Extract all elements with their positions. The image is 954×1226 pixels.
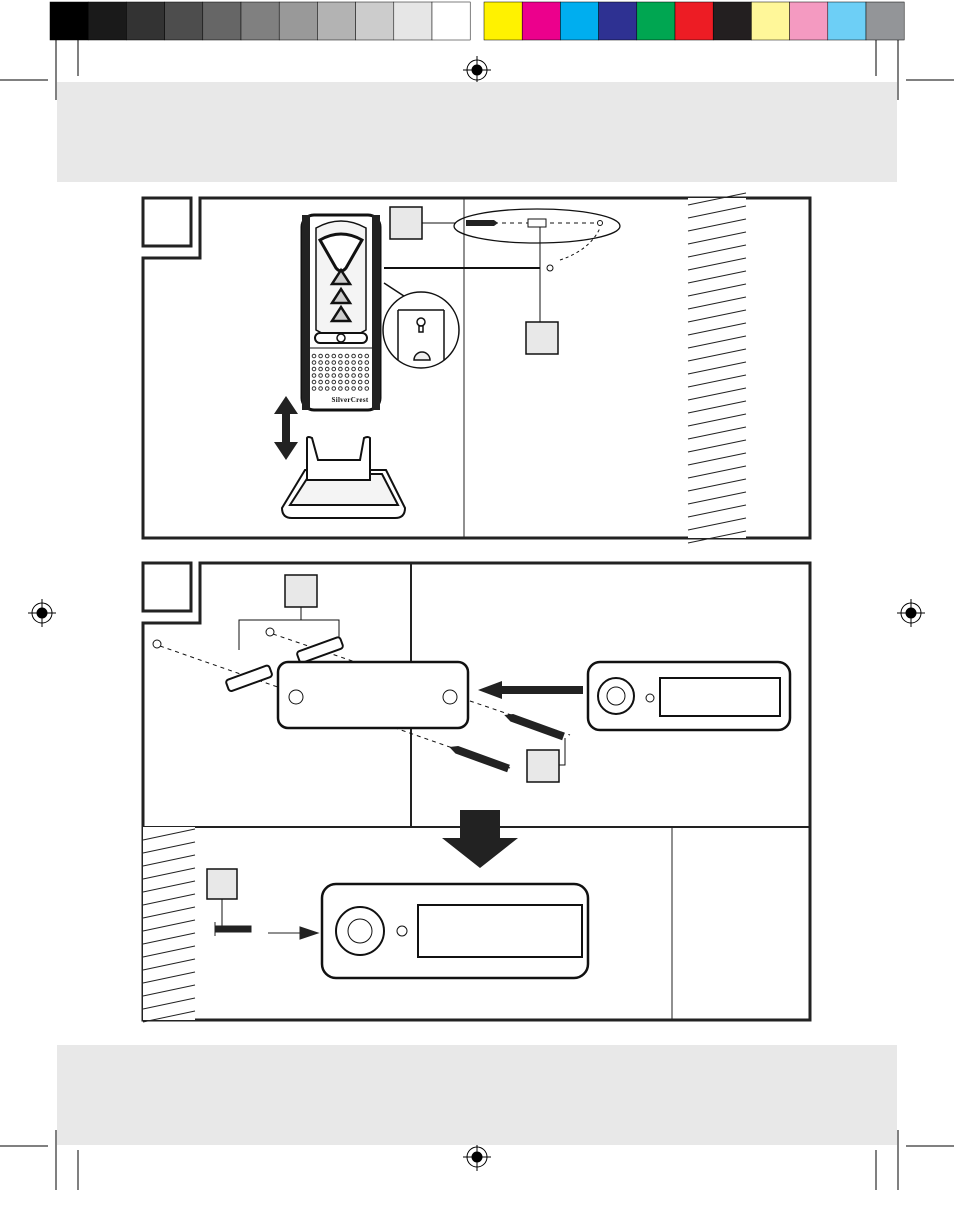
color-swatch (712, 1, 752, 41)
color-swatch (521, 1, 561, 41)
brand-logo: SilverCrest (331, 396, 369, 404)
part-label-box (526, 749, 560, 783)
arrow-down-icon (442, 810, 518, 868)
crop-marks (0, 40, 954, 1190)
gray-swatch (126, 1, 165, 41)
detail-magnifier (382, 267, 540, 369)
gray-swatch (393, 1, 433, 41)
panel-1 (141, 192, 812, 544)
color-swatch (560, 1, 599, 41)
gray-swatch (240, 1, 280, 41)
color-swatch (636, 1, 676, 41)
screw-icon (466, 220, 498, 226)
up-down-arrow-icon (274, 396, 298, 460)
gray-swatch (317, 1, 356, 41)
gray-swatch (49, 1, 89, 41)
part-label-box (284, 574, 318, 608)
color-swatch (865, 1, 905, 41)
gray-swatch (431, 1, 471, 41)
wall-hatching (142, 827, 196, 1023)
button-backplate (276, 660, 470, 730)
part-label-box (206, 868, 238, 900)
color-swatch (483, 1, 523, 41)
arrow-left-icon (478, 681, 583, 699)
charging-cradle (280, 436, 407, 519)
gray-swatch (87, 1, 127, 41)
step-number-box (141, 196, 193, 248)
color-swatch (789, 1, 829, 41)
gray-swatch (164, 1, 204, 41)
color-swatch (598, 1, 638, 41)
step-number-box (141, 561, 193, 613)
gray-swatch (202, 1, 242, 41)
footer-band (57, 1045, 897, 1145)
registration-marks (28, 56, 925, 1171)
gray-swatch (278, 1, 318, 41)
color-calibration-bar (49, 1, 905, 41)
arrow-right-icon (268, 926, 320, 940)
color-swatch (827, 1, 867, 41)
panel-2 (141, 561, 812, 1023)
color-swatch (674, 1, 714, 41)
gray-swatch (355, 1, 395, 41)
color-swatch (751, 1, 790, 41)
part-label-box (525, 321, 559, 355)
wall-hatching (687, 192, 747, 544)
header-band (57, 82, 897, 182)
receiver-unit (300, 213, 382, 412)
part-label-box (389, 206, 423, 240)
